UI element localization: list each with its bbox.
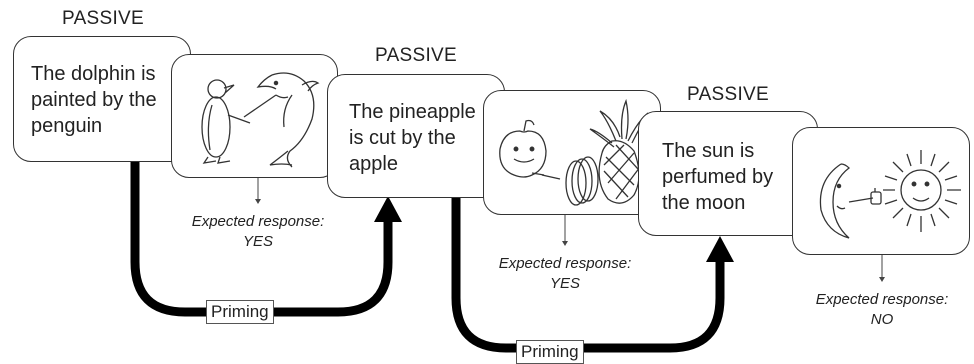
trial-1-expected: Expected response: YES bbox=[170, 212, 346, 252]
trial-2-expected-label: Expected response: bbox=[498, 255, 632, 272]
trial-2-picture bbox=[483, 90, 661, 215]
trial-2-expected-value: YES bbox=[549, 275, 580, 292]
trial-1-expected-value: YES bbox=[242, 233, 273, 250]
trial-2-expected: Expected response: YES bbox=[477, 254, 653, 294]
trial-3-expected: Expected response: NO bbox=[794, 290, 970, 330]
priming-arrow-2 bbox=[451, 197, 725, 353]
trial-2-sentence: The pineapple is cut by the apple bbox=[349, 101, 476, 175]
priming-label-2: Priming bbox=[516, 340, 584, 364]
trial-1-heading: PASSIVE bbox=[62, 8, 145, 29]
priming-label-1: Priming bbox=[206, 300, 274, 324]
trial-3-sentence: The sun is perfumed by the moon bbox=[662, 140, 774, 214]
trial-1-sentence: The dolphin is painted by the penguin bbox=[31, 63, 157, 137]
trial-2-sentence-box: The pineapple is cut by the apple bbox=[327, 74, 505, 198]
trial-1-picture bbox=[171, 54, 338, 178]
trial-1-expected-label: Expected response: bbox=[191, 213, 325, 230]
trial-3-expected-label: Expected response: bbox=[815, 291, 949, 308]
priming-arrowhead-2 bbox=[706, 236, 734, 262]
trial-3-heading: PASSIVE bbox=[687, 84, 770, 105]
trial-3-expected-value: NO bbox=[870, 311, 894, 328]
priming-arrowhead-1 bbox=[374, 196, 402, 222]
moon-perfuming-sun-icon bbox=[819, 150, 961, 239]
apple-cutting-pineapple-icon bbox=[499, 98, 649, 206]
penguin-painting-dolphin-icon bbox=[201, 72, 320, 168]
trial-1-sentence-box: The dolphin is painted by the penguin bbox=[13, 36, 191, 162]
trial-3-picture bbox=[792, 127, 970, 255]
trial-2-heading: PASSIVE bbox=[375, 45, 458, 66]
trial-3-sentence-box: The sun is perfumed by the moon bbox=[638, 111, 818, 236]
